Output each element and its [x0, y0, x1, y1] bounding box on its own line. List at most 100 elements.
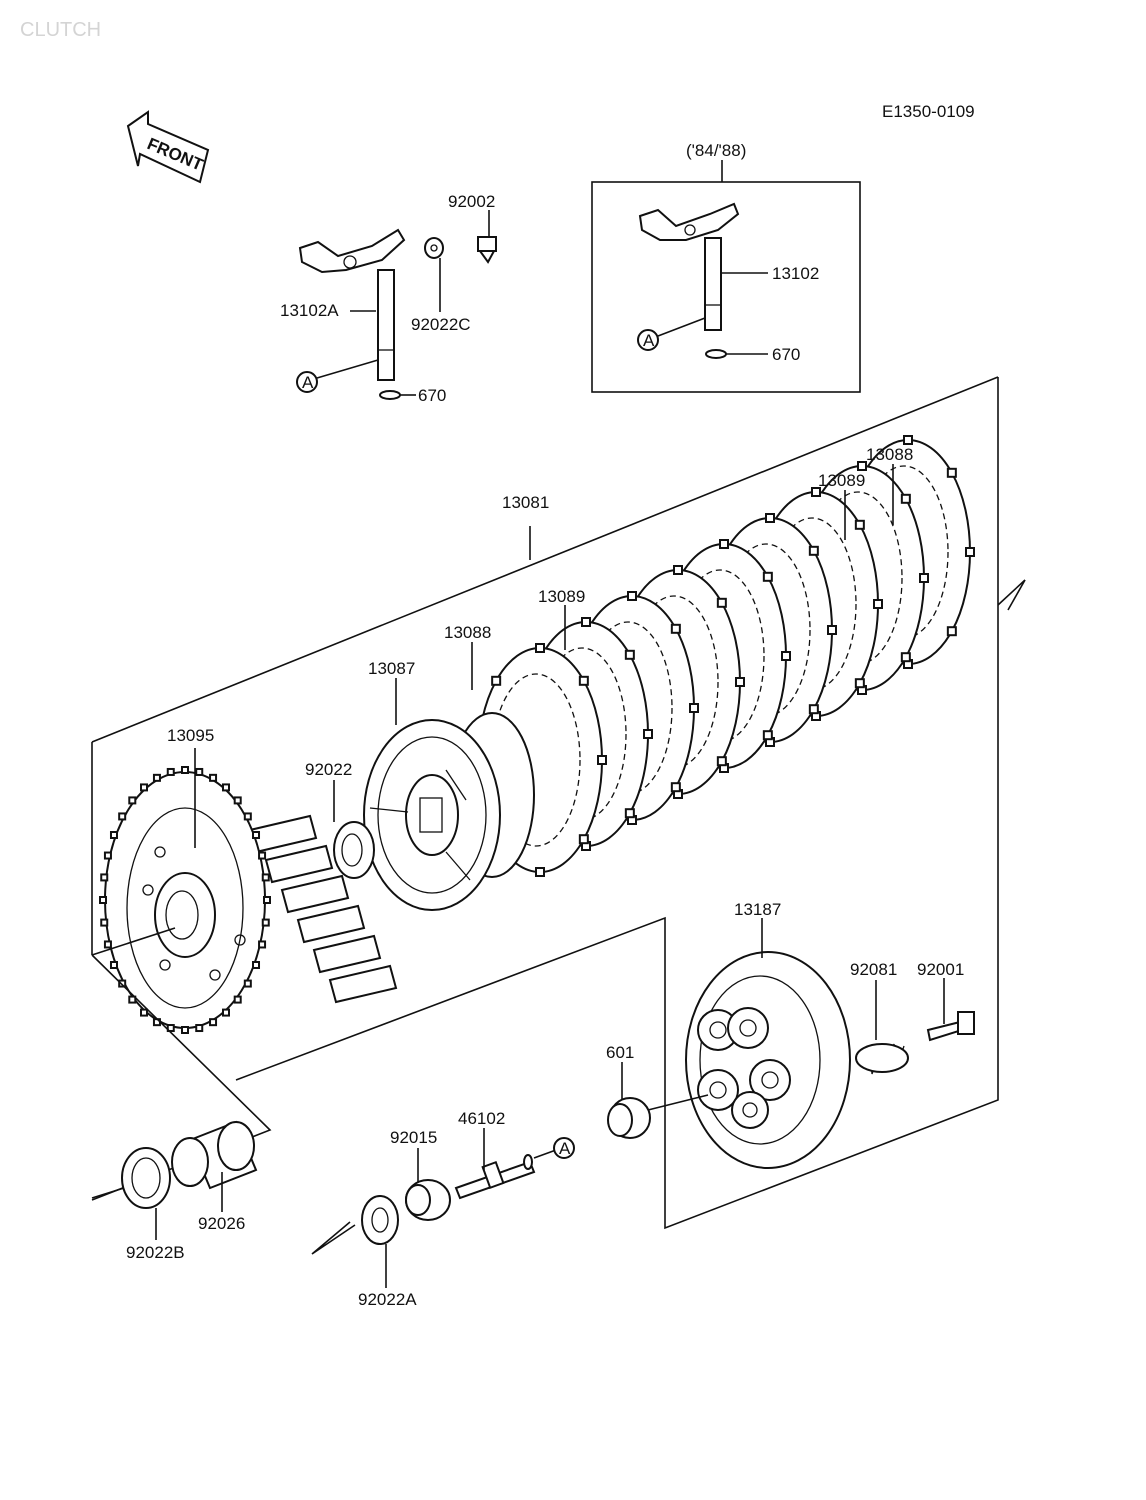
housing-gear-tooth: [128, 796, 137, 805]
years-note: ('84/'88): [686, 141, 746, 160]
housing-gear-tooth: [243, 812, 252, 821]
plate-tab: [689, 703, 699, 713]
diagram-code: E1350-0109: [882, 102, 975, 121]
svg-text:A: A: [643, 331, 655, 350]
housing-gear-tooth: [109, 961, 118, 969]
label-13089-mid: 13089: [538, 587, 585, 606]
housing-gear-tooth: [109, 831, 118, 839]
plate-tab: [491, 675, 502, 686]
housing-gear-tooth: [258, 851, 267, 860]
plate-tab: [854, 678, 865, 689]
plate-tab: [919, 573, 929, 583]
housing-gear-tooth: [195, 1024, 204, 1033]
label-46102: 46102: [458, 1109, 505, 1128]
front-arrow-icon: FRONT: [126, 110, 210, 184]
label-92022A: 92022A: [358, 1290, 417, 1309]
label-13095: 13095: [167, 726, 214, 745]
clutch-plate-stack: [473, 435, 975, 877]
svg-text:A: A: [302, 373, 314, 392]
housing-gear-tooth: [209, 773, 218, 782]
housing-gear-tooth: [261, 918, 270, 927]
housing-gear-tooth: [118, 812, 127, 821]
housing-finger: [264, 844, 334, 884]
pressure-bracket: [235, 590, 999, 1230]
label-13102: 13102: [772, 264, 819, 283]
bolt-92002-drawing: [477, 210, 497, 264]
housing-gear-tooth: [166, 1024, 175, 1033]
plate-tab: [597, 755, 607, 765]
plate-tab: [673, 565, 683, 575]
label-601: 601: [606, 1043, 634, 1062]
housing-gear-tooth: [181, 766, 189, 774]
housing-gear-tooth: [140, 1008, 148, 1017]
housing-gear-tooth: [140, 783, 148, 792]
housing-gear-tooth: [100, 873, 109, 882]
plate-tab: [827, 625, 837, 635]
clutch-plate-bore: [491, 673, 581, 847]
housing-gear-tooth: [243, 979, 252, 988]
plate-tab: [946, 626, 957, 637]
washer-92022b-drawing: [91, 1147, 171, 1240]
housing-gear-tooth: [152, 773, 161, 782]
plate-tab: [808, 704, 819, 715]
pressure-plate-13187-drawing: [685, 918, 851, 1169]
housing-gear-tooth: [181, 1026, 189, 1034]
oring-670-left-drawing: [379, 390, 416, 400]
shaft-13102-drawing: [638, 202, 740, 331]
housing-gear-tooth: [252, 831, 261, 839]
housing-finger: [280, 874, 350, 914]
label-13187: 13187: [734, 900, 781, 919]
label-13081: 13081: [502, 493, 549, 512]
plate-tab: [578, 675, 589, 686]
housing-finger: [296, 904, 366, 944]
housing-gear-tooth: [103, 851, 112, 860]
plate-tab: [643, 729, 653, 739]
housing-gear-tooth: [99, 896, 107, 904]
label-92002: 92002: [448, 192, 495, 211]
washer-92022-drawing: [333, 780, 375, 879]
plate-tab: [624, 649, 635, 660]
housing-finger: [328, 964, 398, 1004]
plate-tab: [903, 435, 913, 445]
housing-gear-tooth: [252, 961, 261, 969]
plate-tab: [735, 677, 745, 687]
plate-tab: [873, 599, 883, 609]
label-13102A: 13102A: [280, 301, 339, 320]
label-13088-mid: 13088: [444, 623, 491, 642]
plate-tab: [762, 730, 773, 741]
plate-tab: [781, 651, 791, 661]
sleeve-92026-drawing: [171, 1120, 258, 1212]
plate-tab: [808, 545, 819, 556]
housing-gear-tooth: [222, 783, 230, 792]
plate-tab: [581, 617, 591, 627]
label-92015: 92015: [390, 1128, 437, 1147]
bolt-92001-drawing: [926, 978, 975, 1042]
housing-gear-tooth: [128, 995, 137, 1004]
label-92022B: 92022B: [126, 1243, 185, 1262]
housing-gear-tooth: [263, 896, 271, 904]
housing-gear-tooth: [100, 918, 109, 927]
washer-92022c-drawing: [424, 237, 444, 312]
housing-gear-tooth: [103, 940, 112, 949]
label-13088-top: 13088: [866, 445, 913, 464]
plate-tab: [627, 591, 637, 601]
spring-92081-drawing: [855, 980, 909, 1075]
plate-tab: [762, 571, 773, 582]
label-670-left: 670: [418, 386, 446, 405]
label-92022C: 92022C: [411, 315, 471, 334]
plate-tab: [670, 782, 681, 793]
plate-tab: [719, 539, 729, 549]
plate-tab: [578, 834, 589, 845]
years-box: [591, 181, 861, 393]
plate-tab: [854, 519, 865, 530]
label-92026: 92026: [198, 1214, 245, 1233]
ref-marker-pushrod: A: [559, 1139, 571, 1158]
shaft-13102a-drawing: [298, 228, 406, 381]
plate-tab: [857, 461, 867, 471]
plate-tab: [946, 467, 957, 478]
assembly-bracket: [91, 376, 999, 955]
plate-tab: [670, 623, 681, 634]
label-13089-top: 13089: [818, 471, 865, 490]
housing-gear-tooth: [222, 1008, 230, 1017]
